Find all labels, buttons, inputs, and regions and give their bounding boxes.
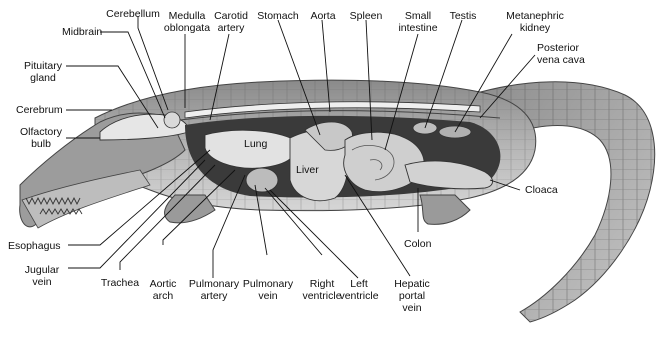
label-testis: Testis [450, 10, 477, 22]
label-olfactory-bulb: Olfactory bulb [20, 126, 62, 150]
label-jugular-vein: Jugular vein [25, 264, 59, 288]
label-spleen: Spleen [350, 10, 383, 22]
label-stomach: Stomach [257, 10, 298, 22]
label-trachea: Trachea [101, 277, 139, 289]
label-right-ventricle: Right ventricle [302, 278, 341, 302]
label-lung: Lung [244, 138, 267, 150]
label-pulmonary-vein: Pulmonary vein [243, 278, 293, 302]
label-aorta: Aorta [310, 10, 335, 22]
label-liver: Liver [296, 164, 319, 176]
label-posterior-vena-cava: Posterior vena cava [537, 42, 585, 66]
label-carotid-artery: Carotid artery [214, 10, 248, 34]
label-colon: Colon [404, 238, 431, 250]
label-aortic-arch: Aortic arch [150, 278, 177, 302]
label-midbrain: Midbrain [62, 26, 102, 38]
label-esophagus: Esophagus [8, 240, 61, 252]
label-cerebrum: Cerebrum [16, 104, 63, 116]
label-medulla-oblongata: Medulla oblongata [164, 10, 210, 34]
label-hepatic-portal-vein: Hepatic portal vein [394, 278, 430, 314]
label-cerebellum: Cerebellum [106, 8, 160, 20]
label-pulmonary-artery: Pulmonary artery [189, 278, 239, 302]
heart-organ [246, 168, 278, 192]
label-metanephric-kidney: Metanephric kidney [506, 10, 564, 34]
label-cloaca: Cloaca [525, 184, 558, 196]
label-pituitary-gland: Pituitary gland [24, 60, 62, 84]
label-left-ventricle: Left ventricle [339, 278, 378, 302]
label-small-intestine: Small intestine [398, 10, 437, 34]
